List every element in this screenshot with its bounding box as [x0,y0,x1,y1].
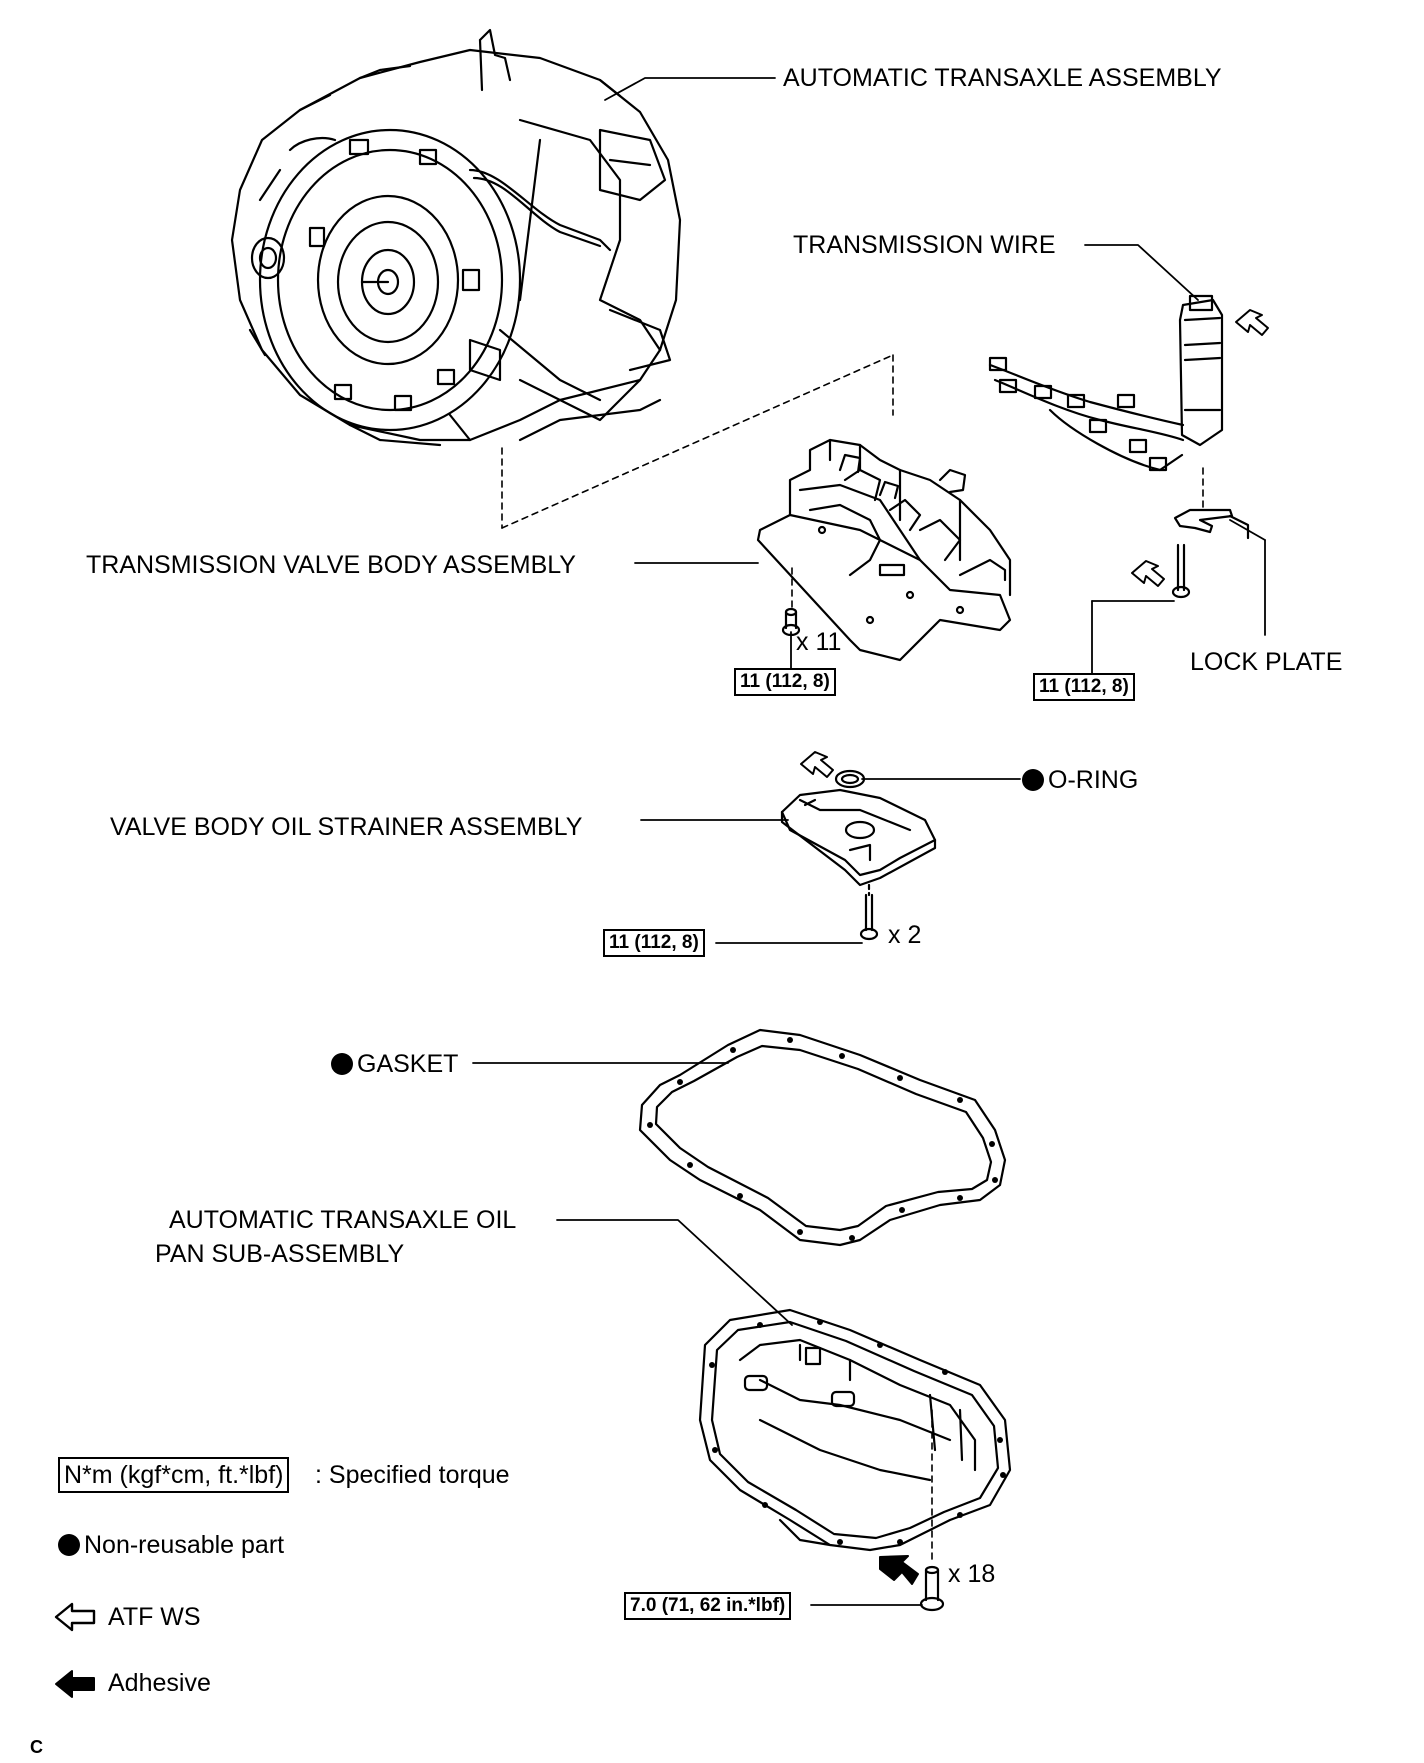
gasket-text: GASKET [357,1050,459,1078]
non-reusable-dot-icon [1022,769,1044,791]
non-reusable-dot-icon [331,1053,353,1075]
alignment-lines [501,354,1204,1561]
strainer-drawing [780,788,937,887]
label-valve-body: TRANSMISSION VALVE BODY ASSEMBLY [86,551,576,579]
legend-non-reusable: Non-reusable part [58,1531,284,1559]
oil-pan-bolt-drawing [879,1555,945,1612]
qty-valve-body-bolts: x 11 [796,628,842,656]
label-oil-pan-line1: AUTOMATIC TRANSAXLE OIL [169,1206,517,1234]
torque-valve-body-bolts: 11 (112, 8) [734,668,836,696]
o-ring-text: O-RING [1048,766,1139,794]
legend-torque-unit: N*m (kgf*cm, ft.*lbf) [58,1457,290,1493]
non-reusable-dot-icon [58,1534,80,1556]
label-transmission-wire: TRANSMISSION WIRE [793,231,1056,259]
legend-adhesive: Adhesive [108,1669,211,1697]
transaxle-drawing [230,28,682,447]
label-lock-plate: LOCK PLATE [1190,648,1343,676]
torque-strainer-bolts: 11 (112, 8) [603,929,705,957]
transmission-wire-drawing [988,294,1269,472]
o-ring-drawing [800,751,866,789]
label-gasket: GASKET [331,1050,458,1078]
lock-plate-drawing [1173,508,1250,540]
valve-body-drawing [756,438,1012,662]
legend-atf-ws: ATF WS [108,1603,201,1631]
oil-pan-drawing [698,1308,1012,1552]
legend-non-reusable-text: Non-reusable part [84,1531,285,1559]
gasket-drawing [638,1028,1007,1247]
label-transaxle: AUTOMATIC TRANSAXLE ASSEMBLY [783,64,1222,92]
leader-lines [472,77,1266,1606]
lock-plate-bolt-drawing [1131,543,1191,599]
label-oil-pan-line2: PAN SUB-ASSEMBLY [155,1240,405,1268]
legend-symbols [54,1602,96,1698]
corner-mark: C [30,1737,43,1757]
qty-oil-pan-bolts: x 18 [948,1560,996,1588]
legend-torque-desc: : Specified torque [315,1461,510,1489]
label-strainer: VALVE BODY OIL STRAINER ASSEMBLY [110,813,583,841]
strainer-bolt-drawing [859,883,879,941]
torque-lock-plate-bolt: 11 (112, 8) [1033,673,1135,701]
torque-oil-pan-bolts: 7.0 (71, 62 in.*lbf) [624,1592,792,1620]
qty-strainer-bolts: x 2 [888,921,922,949]
label-o-ring: O-RING [1022,766,1138,794]
